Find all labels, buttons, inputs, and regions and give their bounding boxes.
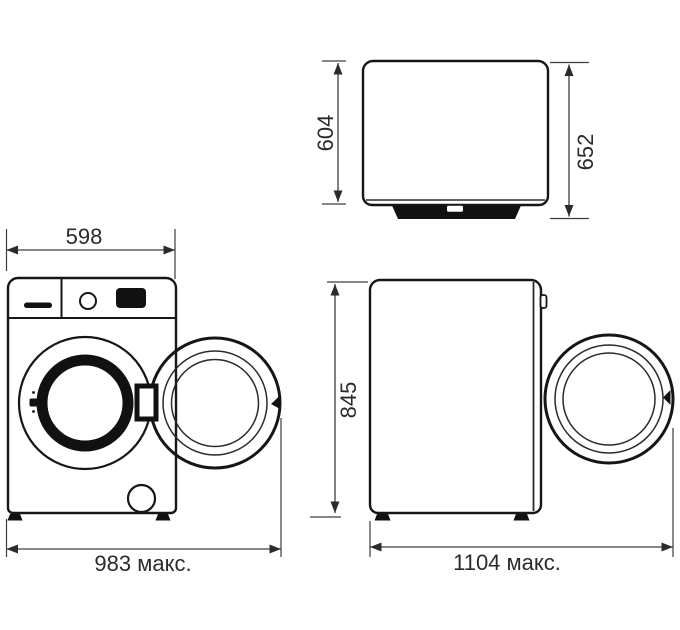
drum-door-seal-ring (36, 354, 134, 452)
front-view: 598 983 макс. (5, 224, 282, 576)
side-view-body (368, 278, 543, 515)
dimension-label-652: 652 (573, 134, 598, 171)
open-door-side-inner-ring (554, 344, 664, 454)
display (116, 288, 146, 308)
door-latch (29, 398, 38, 407)
side-view-hinge-knuckle (539, 294, 548, 309)
machine-foot (155, 514, 171, 521)
top-view-control-panel (392, 205, 521, 219)
machine-foot (513, 514, 530, 521)
open-door-side (543, 333, 675, 465)
side-view: 845 1104 макс. (310, 278, 675, 575)
door-latch-dot (32, 391, 35, 394)
dimension-652: 652 (550, 61, 598, 220)
top-view-panel-notch (447, 205, 463, 212)
door-hinge (134, 383, 159, 422)
dimension-845: 845 (310, 281, 368, 518)
open-door (148, 336, 282, 470)
dimension-604: 604 (313, 60, 346, 205)
program-knob (79, 292, 97, 310)
door-handle-side (663, 390, 671, 405)
dimension-label-598: 598 (66, 224, 103, 249)
dimension-983: 983 макс. (5, 418, 282, 576)
open-door-glass-ring (170, 358, 260, 448)
open-door-inner-ring (162, 350, 268, 456)
machine-foot (7, 514, 23, 521)
dimension-label-604: 604 (313, 115, 338, 152)
top-view: 604 652 (313, 59, 598, 220)
dimension-label-983-max: 983 макс. (94, 551, 191, 576)
door-latch-dot (32, 410, 35, 413)
machine-foot (374, 514, 391, 521)
detergent-drawer-handle (24, 302, 52, 308)
dimension-1104: 1104 макс. (369, 428, 674, 575)
door-handle (271, 395, 280, 409)
dimension-label-1104-max: 1104 макс. (453, 550, 561, 575)
dimension-label-845: 845 (336, 382, 361, 419)
open-door-side-glass-ring (562, 352, 656, 446)
front-view-body (6, 276, 178, 515)
top-view-body (361, 59, 550, 207)
dimension-598: 598 (5, 224, 176, 279)
drain-filter-cap (126, 483, 157, 514)
